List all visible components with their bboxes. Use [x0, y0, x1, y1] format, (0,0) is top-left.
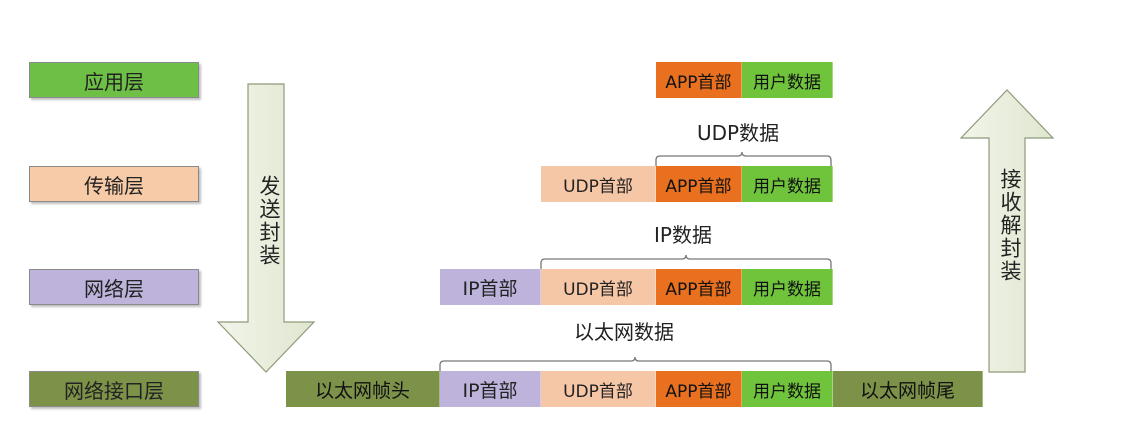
eth-data-brace [439, 356, 832, 371]
udp-header-segment: UDP首部 [541, 166, 656, 202]
udp-data-label: UDP数据 [697, 121, 780, 145]
send-arrow [216, 83, 316, 373]
layer-transport-label: 传输层 [84, 173, 144, 198]
eth-header-segment: 以太网帧头 [286, 371, 440, 407]
udp-header-segment: UDP首部 [541, 269, 656, 305]
receive-arrow [959, 89, 1055, 373]
user-data-segment: 用户数据 [742, 62, 833, 98]
layer-network-label: 网络层 [84, 276, 144, 301]
layer-link-label: 网络接口层 [64, 378, 164, 403]
layer-network: 网络层 [29, 269, 199, 305]
app-header-segment: APP首部 [656, 371, 742, 407]
user-data-segment: 用户数据 [742, 166, 833, 202]
layer-transport: 传输层 [29, 166, 199, 202]
udp-data-brace [655, 151, 832, 166]
ip-header-segment: IP首部 [440, 269, 541, 305]
user-data-segment: 用户数据 [742, 269, 833, 305]
user-data-segment: 用户数据 [742, 371, 833, 407]
ip-data-brace [540, 254, 832, 269]
app-header-segment: APP首部 [656, 166, 742, 202]
app-header-segment: APP首部 [656, 269, 742, 305]
eth-data-label: 以太网数据 [574, 320, 674, 344]
layer-application: 应用层 [29, 62, 199, 98]
ip-header-segment: IP首部 [440, 371, 541, 407]
app-header-segment: APP首部 [656, 62, 742, 98]
send-arrow-label: 发送封装 [257, 175, 281, 267]
layer-link: 网络接口层 [29, 371, 199, 407]
receive-arrow-label: 接收解封装 [998, 168, 1022, 283]
ip-data-label: IP数据 [654, 223, 712, 247]
layer-application-label: 应用层 [84, 69, 144, 94]
eth-trailer-segment: 以太网帧尾 [833, 371, 983, 407]
udp-header-segment: UDP首部 [541, 371, 656, 407]
